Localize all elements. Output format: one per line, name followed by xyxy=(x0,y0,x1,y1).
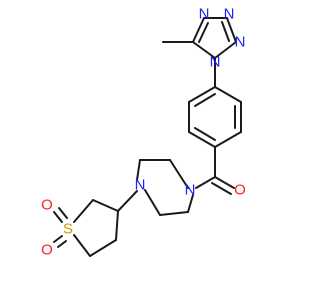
bond-n1-c5 xyxy=(192,41,216,59)
bond-ar6 xyxy=(188,86,216,103)
atom-o-carbonyl: O xyxy=(234,182,246,199)
bond-c5-n4 xyxy=(192,17,205,43)
bond-so2-second xyxy=(57,240,67,248)
bond-co-second xyxy=(211,182,232,195)
bond-n3-n2-inner xyxy=(221,21,230,42)
bond-pip3 xyxy=(136,159,141,181)
atom-labels: N N N N O N N S O O xyxy=(41,6,246,259)
atom-n-tetrazole-3: N xyxy=(224,6,235,23)
atom-n-tetrazole-1: N xyxy=(210,54,221,71)
atom-o-sulfone-1: O xyxy=(41,197,53,214)
bond-so1 xyxy=(53,211,63,223)
atom-s-sulfone: S xyxy=(63,221,73,238)
bond-pip5 xyxy=(159,211,189,216)
bond-ar1 xyxy=(214,86,242,103)
bond-pip4 xyxy=(144,189,161,216)
atom-n-piperazine-4: N xyxy=(135,177,146,194)
bond-pip1 xyxy=(169,159,189,189)
bond-ar4-inner xyxy=(194,127,216,141)
bond-co xyxy=(214,176,235,189)
bond-tht4 xyxy=(89,239,117,257)
molecule-structure: N N N N O N N S O O xyxy=(41,6,246,259)
bond-n-tht xyxy=(117,190,138,212)
bond-ar4 xyxy=(188,131,216,148)
bond-n3-n2 xyxy=(226,17,237,43)
bond-carbonyl-n xyxy=(195,176,216,189)
bond-tht1 xyxy=(92,199,119,212)
atom-n-tetrazole-4: N xyxy=(199,6,210,23)
atom-n-piperazine-1: N xyxy=(185,182,196,199)
bond-so1-second xyxy=(58,207,68,219)
bond-n2-n1 xyxy=(214,41,237,59)
bond-tht3 xyxy=(73,234,91,257)
bond-tht2 xyxy=(73,199,94,223)
bond-c5-n4-inner xyxy=(198,22,209,43)
bond-ar3 xyxy=(214,131,242,148)
bonds xyxy=(53,17,242,257)
bond-tht5 xyxy=(115,210,119,241)
bond-ar6-inner xyxy=(194,93,216,107)
atom-n-tetrazole-2: N xyxy=(235,34,246,51)
bond-pip6 xyxy=(187,194,194,213)
atom-o-sulfone-2: O xyxy=(41,242,53,259)
bond-so2 xyxy=(53,235,63,243)
